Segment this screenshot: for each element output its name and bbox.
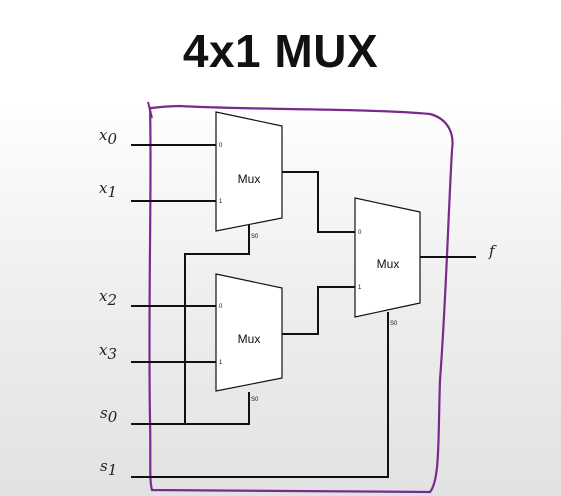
label-output-f: f [488,242,497,260]
label-x2: x2 [99,287,117,309]
mux-top-pin-sel: S0 [251,234,259,240]
mux-bottom-pin-0: 0 [219,304,223,310]
mux-top-label: Mux [238,172,261,186]
label-x0-base: x [99,126,108,144]
mux-final-pin-1: 1 [358,285,362,291]
label-x1-sub: 1 [107,183,117,201]
mux-bottom-pin-sel: S0 [251,397,259,403]
label-s1: s1 [100,457,117,479]
mux-top-pin-1: 1 [219,199,223,205]
wire-top-to-final [282,171,356,233]
boundary-tick [147,101,153,119]
label-x0-sub: 0 [107,130,117,148]
mux-top: Mux 0 1 S0 [215,111,283,240]
label-s1-base: s [100,457,108,475]
mux-bottom: Mux 0 1 S0 [215,273,283,403]
label-x3: x3 [99,341,117,363]
mux-top-pin-0: 0 [219,143,223,149]
wire-s0 [131,392,250,425]
label-s1-sub: 1 [108,461,118,479]
label-x2-base: x [99,287,108,305]
wires [131,144,476,478]
mux-final-pin-sel: S0 [390,321,398,327]
wire-s0-to-top-select [184,225,250,424]
label-x3-sub: 3 [107,345,117,363]
mux-final: Mux 0 1 S0 [354,197,421,327]
hand-drawn-boundary [148,104,454,494]
label-x2-sub: 2 [106,291,117,309]
wire-s1 [131,312,389,478]
mux-final-pin-0: 0 [358,230,362,236]
label-x1-base: x [99,179,108,197]
wire-bottom-to-final [282,286,356,335]
label-s0: s0 [100,404,118,426]
slide-title: 4x1 MUX [182,25,379,77]
mux-bottom-pin-1: 1 [219,360,223,366]
label-x0: x0 [99,126,117,148]
label-x1: x1 [99,179,117,201]
label-x3-base: x [99,341,108,359]
label-s0-sub: 0 [108,408,118,426]
label-s0-base: s [100,404,108,422]
mux-final-label: Mux [377,257,400,271]
mux-bottom-label: Mux [238,332,261,346]
